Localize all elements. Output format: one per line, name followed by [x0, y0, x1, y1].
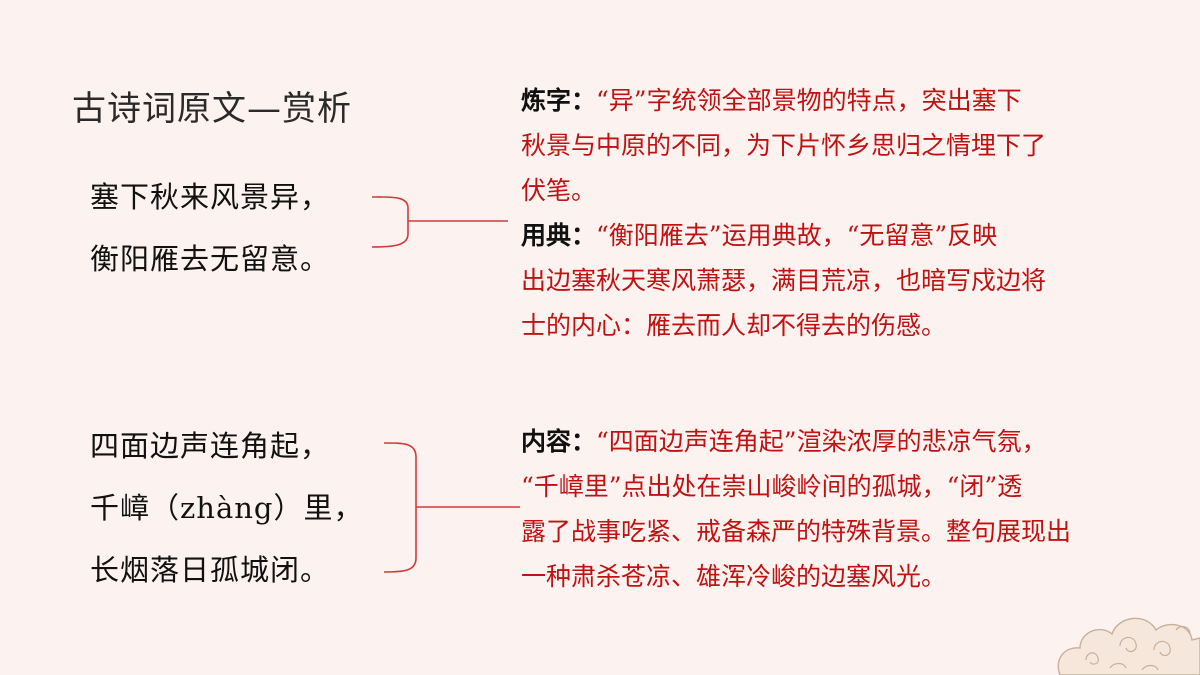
bracket-2 — [383, 442, 520, 573]
analysis-text: 一种肃杀苍凉、雄浑冷峻的边塞风光。 — [521, 562, 947, 591]
analysis-text: 秋景与中原的不同，为下片怀乡思归之情埋下了 — [521, 131, 1047, 160]
poem-group-2: 四面边声连角起， 千嶂（zhàng）里， 长烟落日孤城闭。 — [90, 415, 364, 601]
poem-line: 塞下秋来风景异， — [90, 180, 331, 214]
poem-line: 四面边声连角起， — [90, 429, 331, 463]
auspicious-cloud-icon — [1057, 617, 1200, 675]
analysis-label: 内容： — [521, 427, 597, 456]
poem-line: 千嶂（zhàng）里， — [90, 491, 364, 525]
bracket-1 — [371, 196, 508, 248]
poem-line: 长烟落日孤城闭。 — [90, 553, 331, 587]
slide-title: 古诗词原文—赏析 — [72, 88, 352, 129]
poem-group-1: 塞下秋来风景异， 衡阳雁去无留意。 — [90, 166, 330, 290]
analysis-text: “四面边声连角起”渲染浓厚的悲凉气氛， — [596, 427, 1047, 456]
analysis-neirong: 内容：“四面边声连角起”渲染浓厚的悲凉气氛， “千嶂里”点出处在崇山峻岭间的孤城… — [521, 419, 1071, 599]
analysis-text: “千嶂里”点出处在崇山峻岭间的孤城，“闭”透 — [521, 472, 1023, 501]
poem-line: 衡阳雁去无留意。 — [90, 242, 331, 276]
analysis-label: 用典： — [521, 221, 597, 250]
analysis-text: “异”字统领全部景物的特点，突出塞下 — [596, 86, 1022, 115]
analysis-lianzi: 炼字：“异”字统领全部景物的特点，突出塞下 秋景与中原的不同，为下片怀乡思归之情… — [521, 78, 1046, 213]
analysis-label: 炼字： — [521, 86, 597, 115]
analysis-text: “衡阳雁去”运用典故，“无留意”反映 — [596, 221, 998, 250]
analysis-text: 露了战事吃紧、戒备森严的特殊背景。整句展现出 — [521, 517, 1072, 546]
analysis-text: 伏笔。 — [521, 176, 597, 205]
analysis-text: 士的内心：雁去而人却不得去的伤感。 — [521, 311, 947, 340]
analysis-yongdian: 用典：“衡阳雁去”运用典故，“无留意”反映 出边塞秋天寒风萧瑟，满目荒凉，也暗写… — [521, 213, 1046, 348]
analysis-text: 出边塞秋天寒风萧瑟，满目荒凉，也暗写戍边将 — [521, 266, 1047, 295]
